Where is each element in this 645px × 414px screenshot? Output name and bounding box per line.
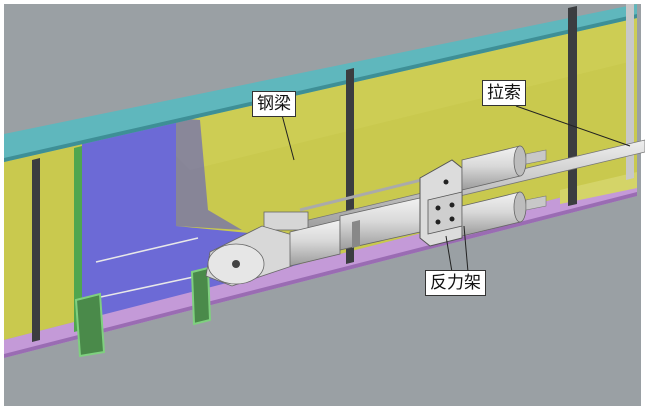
stiffener-5	[626, 4, 634, 180]
interior-edge-1	[95, 237, 199, 263]
leader-cable	[515, 105, 631, 147]
leader-frame-2	[463, 225, 469, 273]
web-highlight	[150, 8, 637, 170]
bolt-3	[435, 219, 441, 225]
leader-frame-1	[445, 235, 453, 273]
label-reaction-frame: 反力架	[425, 270, 486, 296]
leader-beam	[281, 114, 295, 161]
jack-assembly	[205, 145, 547, 287]
bottom-flange-edge	[4, 192, 637, 358]
bolt-2	[449, 202, 455, 208]
stiffener-2	[74, 146, 82, 332]
bottom-flange-end	[560, 172, 637, 204]
interior-shadow	[176, 118, 242, 230]
gusset-plate-right	[190, 266, 212, 326]
label-steel-beam: 钢梁	[252, 91, 296, 117]
stiffener-1	[32, 158, 40, 342]
gusset-plate-left	[74, 292, 106, 358]
jack-upper-cap	[513, 145, 527, 177]
bolt-1	[435, 205, 441, 211]
bolt-4	[449, 216, 455, 222]
jack-lower-rod	[525, 195, 547, 211]
bolt-5	[443, 179, 449, 185]
cylinder-segment-1	[289, 219, 341, 267]
jack-lower-cap	[513, 191, 527, 223]
jack-upper-rod	[525, 149, 547, 165]
label-cable: 拉索	[482, 80, 526, 106]
cylinder-collar	[352, 220, 360, 248]
pin-hole	[232, 260, 240, 268]
interior-edge-2	[95, 275, 199, 299]
stiffener-4	[568, 6, 577, 206]
anchor-block	[263, 211, 309, 231]
top-flange-edge	[4, 14, 637, 162]
